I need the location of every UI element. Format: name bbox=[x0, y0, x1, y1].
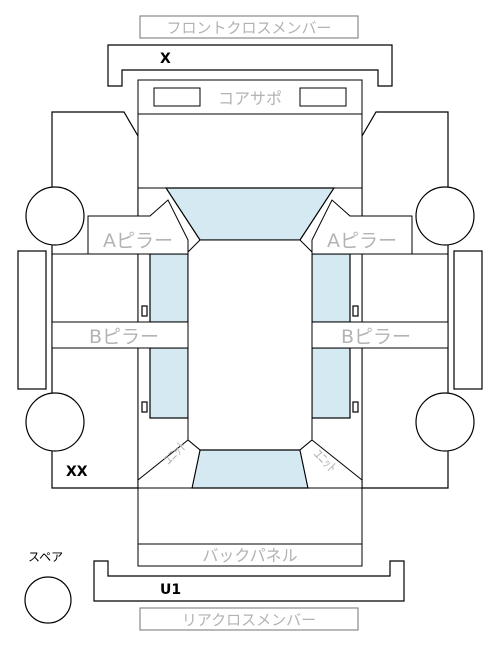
right-front-window[interactable] bbox=[311, 253, 351, 323]
left-a-pillar-label: Aピラー bbox=[103, 230, 173, 252]
right-b-pillar-box[interactable] bbox=[311, 321, 449, 349]
spare-label: スペア bbox=[28, 550, 63, 564]
core-support-label: コアサポ bbox=[218, 89, 282, 108]
back-panel-box[interactable] bbox=[137, 543, 363, 567]
right-rear-window[interactable] bbox=[311, 347, 351, 419]
left-rear-wheel[interactable] bbox=[25, 392, 85, 452]
right-b-pillar-label: Bピラー bbox=[341, 326, 411, 348]
rear-cross-member-label: リアクロスメンバー bbox=[182, 611, 316, 629]
left-rear-door-handle[interactable] bbox=[141, 401, 148, 413]
rear-window[interactable] bbox=[191, 449, 309, 489]
right-side-sill[interactable] bbox=[453, 250, 483, 390]
spare-tire[interactable] bbox=[24, 576, 72, 624]
left-front-window[interactable] bbox=[149, 253, 189, 323]
front-cross-member-box[interactable] bbox=[139, 15, 359, 39]
right-front-wheel[interactable] bbox=[415, 186, 475, 246]
right-a-pillar-label: Aピラー bbox=[327, 230, 397, 252]
left-side-sill[interactable] bbox=[17, 250, 47, 390]
roof-panel[interactable] bbox=[187, 239, 313, 451]
trunk-section[interactable] bbox=[137, 487, 363, 545]
left-rear-unit-panel[interactable] bbox=[137, 439, 201, 489]
left-b-pillar-label: Bピラー bbox=[89, 326, 159, 348]
front-code-label: X bbox=[160, 51, 171, 67]
right-rear-unit-panel[interactable] bbox=[299, 439, 363, 489]
left-front-wheel[interactable] bbox=[25, 186, 85, 246]
left-rear-window[interactable] bbox=[149, 347, 189, 419]
right-rear-wheel[interactable] bbox=[415, 392, 475, 452]
back-panel-label: バックパネル bbox=[202, 546, 297, 565]
right-rear-door-handle[interactable] bbox=[352, 401, 359, 413]
rear-cross-member-box[interactable] bbox=[139, 607, 359, 631]
left-b-pillar-box[interactable] bbox=[51, 321, 189, 349]
front-bumper-frame[interactable] bbox=[107, 44, 393, 87]
front-cross-member-label: フロントクロスメンバー bbox=[166, 19, 331, 37]
rear-code-label: U1 bbox=[160, 582, 181, 598]
left-headlight[interactable] bbox=[153, 87, 201, 107]
right-headlight[interactable] bbox=[299, 87, 347, 107]
rear-left-code-label: XX bbox=[66, 464, 88, 480]
left-front-door-handle[interactable] bbox=[141, 305, 148, 317]
rear-bumper-frame[interactable] bbox=[93, 560, 405, 602]
right-front-door-handle[interactable] bbox=[352, 305, 359, 317]
